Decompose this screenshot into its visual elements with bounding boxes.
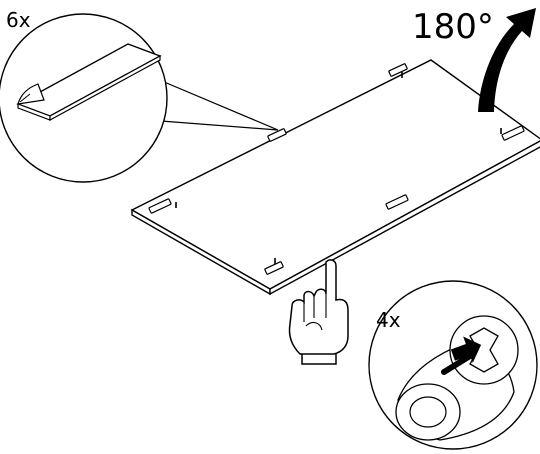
pad-left-mid (267, 128, 287, 142)
pointing-hand-icon (288, 259, 349, 365)
rotation-arrow-icon (478, 8, 536, 112)
pad-bottom (264, 261, 284, 275)
pad-center (385, 194, 409, 210)
feet-count-label: 4x (376, 308, 401, 332)
rotation-label: 180° (412, 7, 494, 47)
adhesive-pads (148, 63, 525, 275)
pad-left (148, 198, 172, 214)
panel-board (130, 59, 540, 296)
pads-count-label: 6x (6, 8, 31, 32)
pad-right (501, 125, 525, 141)
foot-callout (368, 280, 538, 450)
pin-markers (175, 72, 502, 264)
pad-callout (0, 13, 279, 183)
pad-top-right (388, 63, 408, 77)
